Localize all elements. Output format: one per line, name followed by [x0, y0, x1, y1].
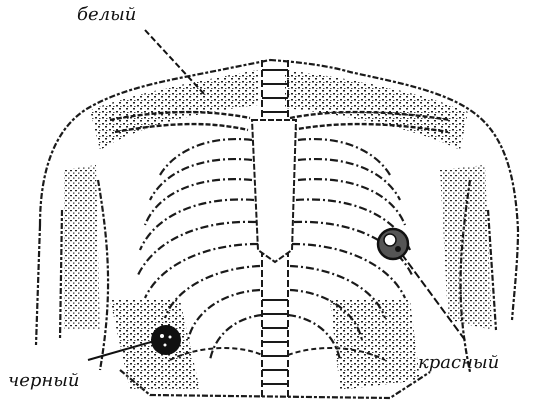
black-electrode-label: черный	[8, 370, 79, 391]
white-leader-line	[145, 30, 205, 95]
sternum	[252, 120, 296, 262]
white-electrode-label: белый	[77, 4, 136, 25]
red-electrode-label: красный	[418, 352, 499, 373]
black-electrode	[151, 325, 181, 355]
red-electrode	[378, 229, 408, 259]
